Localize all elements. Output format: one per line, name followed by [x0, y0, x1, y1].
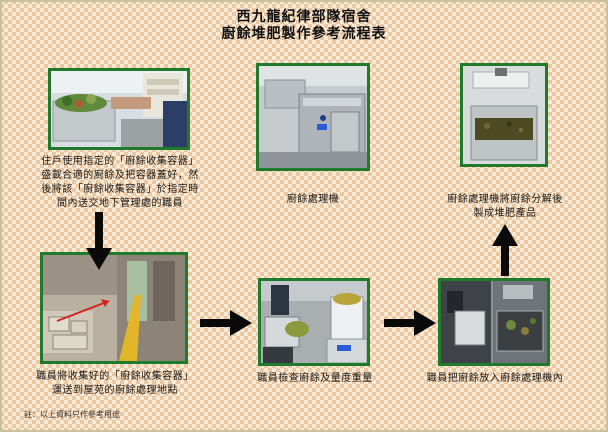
arrow-step1-to-step4-icon [86, 212, 112, 270]
step6-caption-line: 職員把廚餘放入廚餘處理機內 [426, 373, 564, 384]
poster-title-line2: 廚餘堆肥製作參考流程表 [221, 26, 387, 42]
step2-photo-image [259, 66, 367, 168]
arrow-step4-to-step5-icon [200, 310, 252, 336]
poster-title-line1: 西九龍紀律部隊宿舍 [236, 9, 372, 25]
step3-caption-line: 製成堆肥產品 [473, 208, 537, 219]
step5-photo-image [261, 281, 367, 363]
step5-caption-line: 職員檢查廚餘及量度重量 [257, 373, 373, 384]
step4-photo [40, 252, 188, 364]
arrow-step5-to-step6-icon [384, 310, 436, 336]
step1-caption-line: 後將該「廚餘收集容器」於指定時 [41, 184, 199, 195]
step1-caption-line: 盛載合適的廚餘及把容器蓋好，然 [41, 170, 199, 181]
step2-caption-line: 廚餘處理機 [286, 194, 340, 205]
step3-photo-image [463, 66, 545, 164]
step1-caption-line: 住戶使用指定的「廚餘收集容器」 [41, 156, 199, 167]
step3-caption: 廚餘處理機將廚餘分解後 製成堆肥產品 [430, 193, 580, 221]
footnote: 註：以上資料只作參考用途 [24, 410, 120, 419]
step6-photo-image [441, 281, 547, 363]
step1-photo [48, 68, 190, 150]
step1-caption-line: 間內送交地下管理處的職員 [57, 198, 183, 209]
step4-caption: 職員將收集好的「廚餘收集容器」 運送到屋苑的廚餘處理地點 [10, 370, 220, 398]
step2-photo [256, 63, 370, 171]
step3-photo [460, 63, 548, 167]
step1-photo-image [51, 71, 187, 147]
step4-caption-line: 職員將收集好的「廚餘收集容器」 [36, 371, 194, 382]
step5-caption: 職員檢查廚餘及量度重量 [240, 372, 390, 386]
step2-caption: 廚餘處理機 [253, 193, 373, 207]
step6-photo [438, 278, 550, 366]
step4-photo-image [43, 255, 185, 361]
step4-caption-line: 運送到屋苑的廚餘處理地點 [52, 385, 178, 396]
step5-photo [258, 278, 370, 366]
step3-caption-line: 廚餘處理機將廚餘分解後 [447, 194, 563, 205]
step1-caption: 住戶使用指定的「廚餘收集容器」 盛載合適的廚餘及把容器蓋好，然 後將該「廚餘收集… [20, 155, 220, 211]
arrow-step6-to-step3-icon [492, 224, 518, 276]
step6-caption: 職員把廚餘放入廚餘處理機內 [410, 372, 580, 386]
